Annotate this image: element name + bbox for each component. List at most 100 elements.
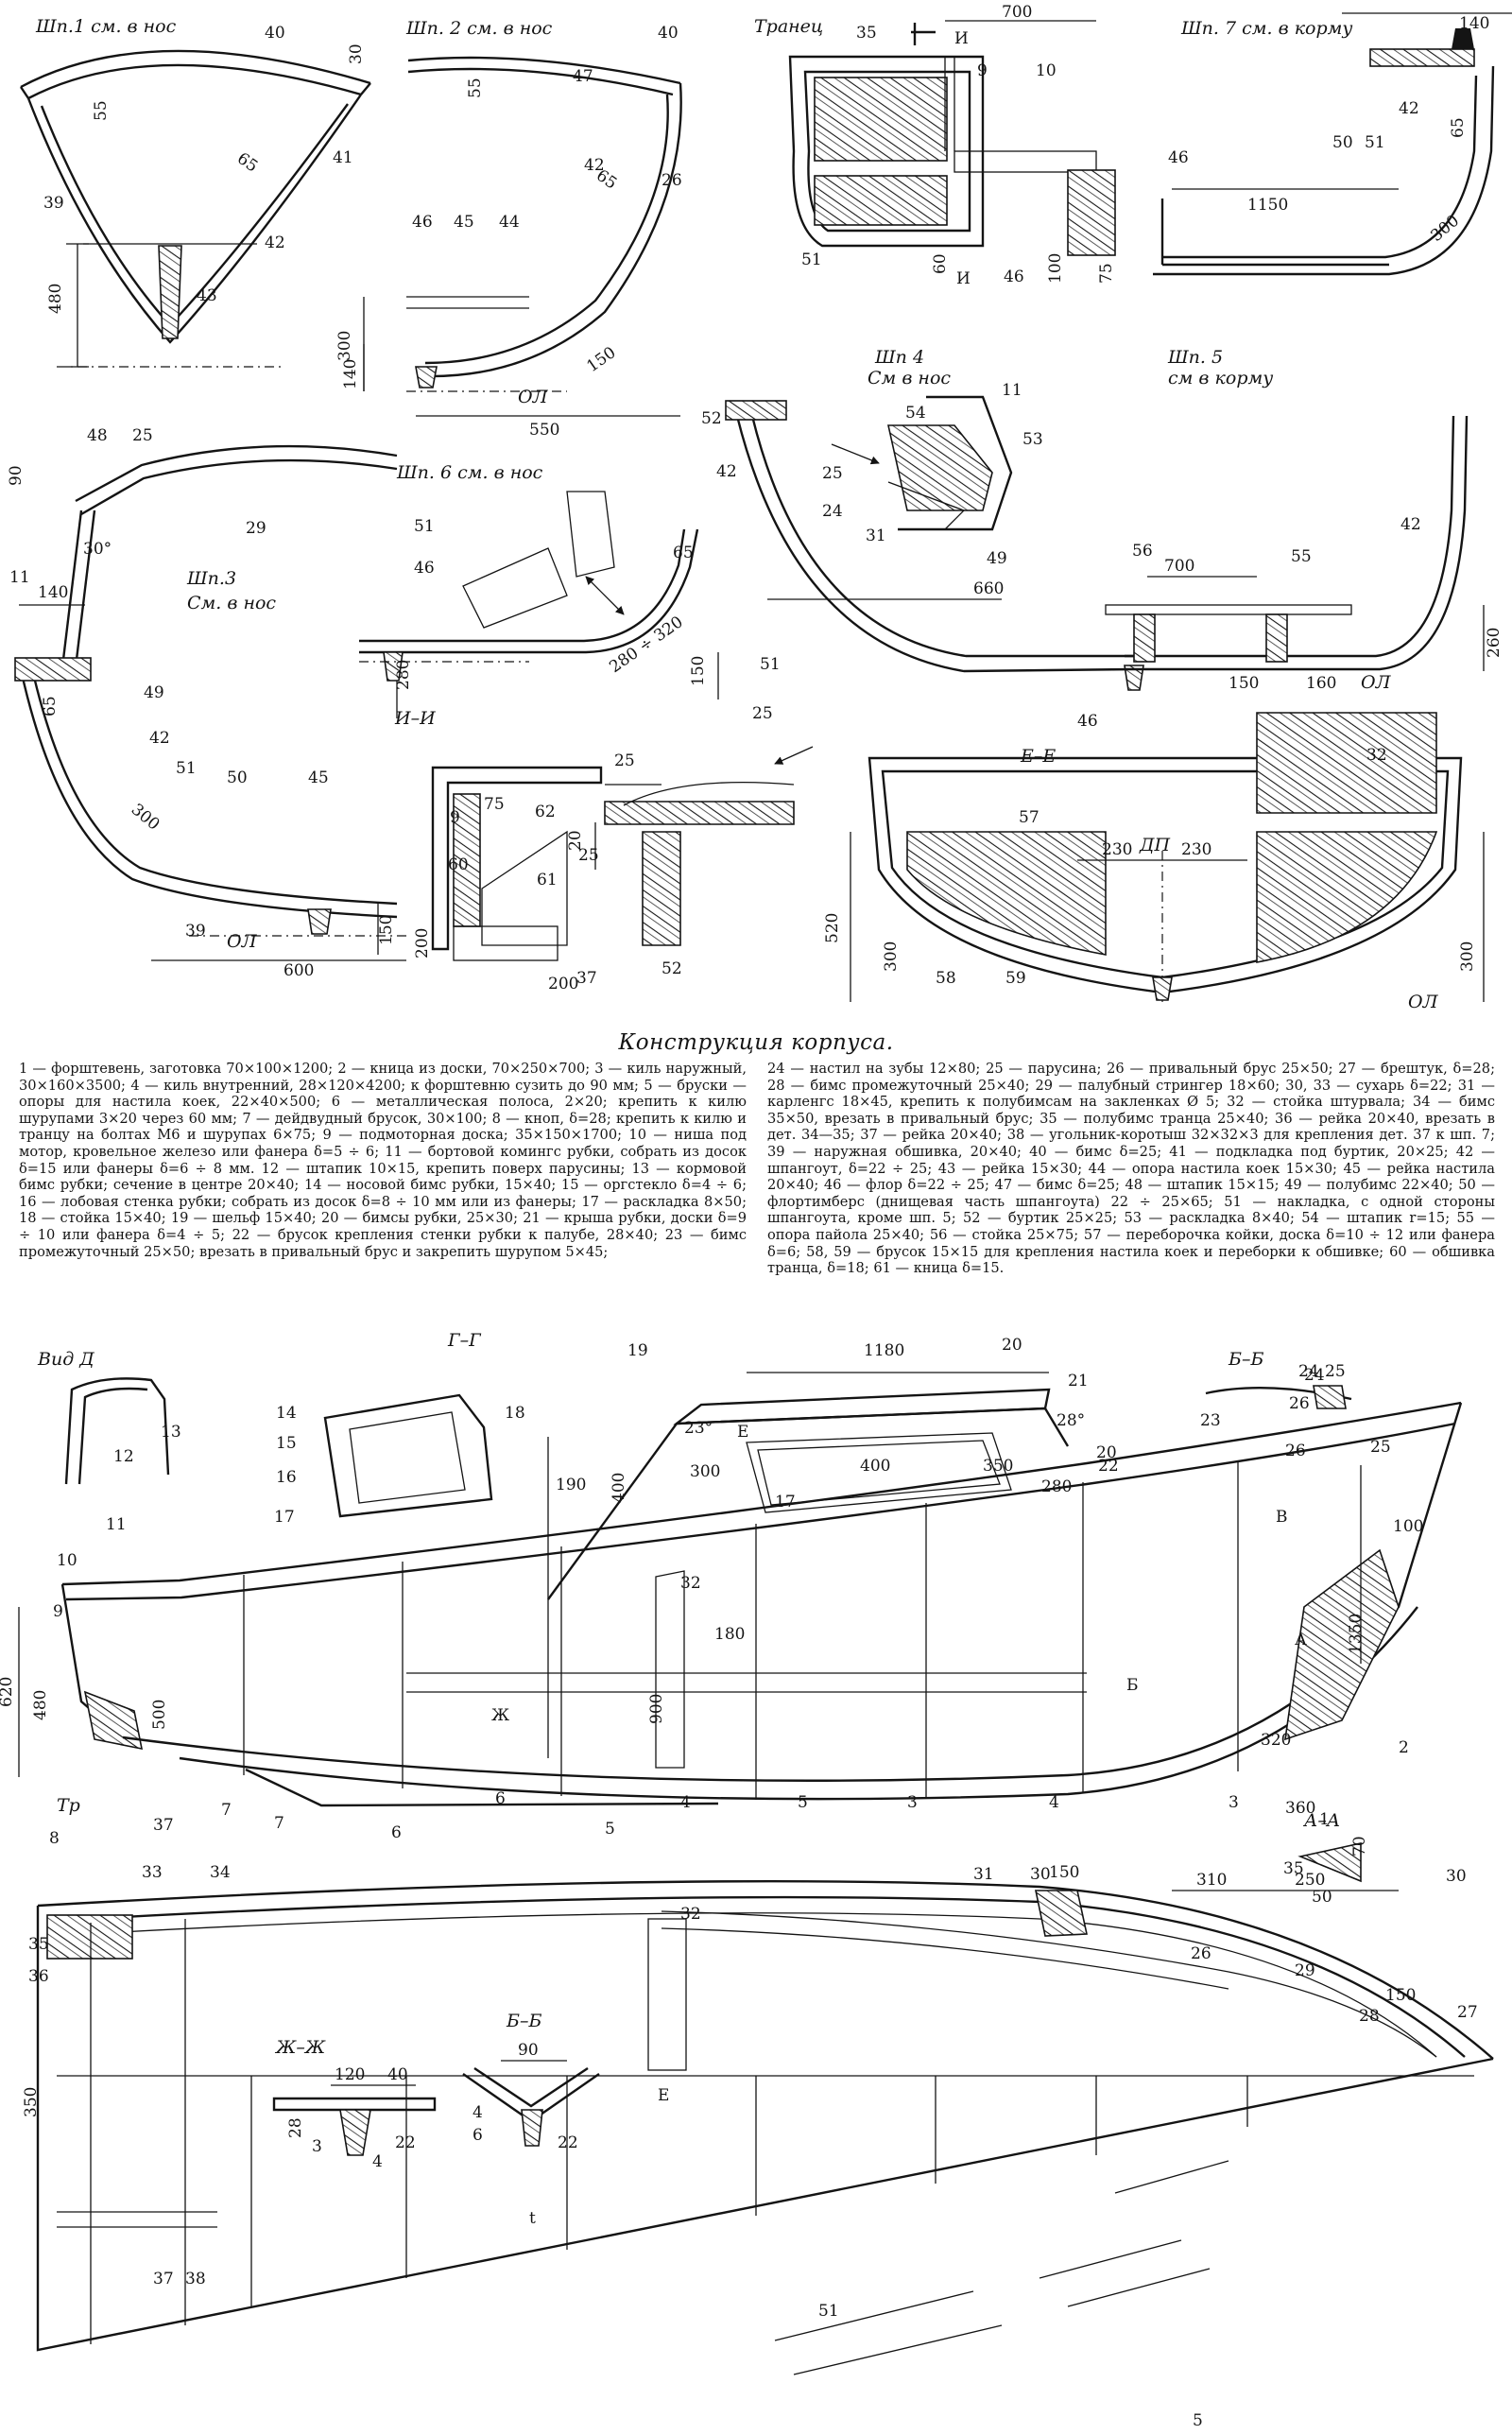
svg-text:52: 52 — [662, 959, 682, 978]
dim-120: 120 — [335, 2065, 365, 2084]
svg-text:40: 40 — [265, 24, 285, 43]
svg-text:57: 57 — [1019, 808, 1040, 827]
dim-30: 30 — [347, 43, 366, 64]
svg-text:46: 46 — [414, 559, 435, 578]
svg-text:32: 32 — [680, 1905, 701, 1924]
svg-text:200: 200 — [413, 928, 432, 958]
svg-text:36: 36 — [28, 1967, 49, 1986]
dim-90: 90 — [7, 465, 26, 486]
svg-text:5: 5 — [1193, 2411, 1203, 2430]
dim-140-top: 140 — [1459, 14, 1489, 33]
frame-6-section: 280 280 ÷ 320 65 Шп. 6 см. в нос 51 46 — [359, 462, 699, 718]
svg-text:42: 42 — [149, 729, 170, 748]
section-a-a-title: А–А — [1302, 1810, 1340, 1831]
svg-text:см в корму: см в корму — [1168, 368, 1273, 389]
svg-text:61: 61 — [537, 871, 558, 889]
section-e-e-title: Е–Е — [1020, 746, 1056, 767]
svg-text:См в нос: См в нос — [868, 368, 951, 389]
svg-text:13: 13 — [161, 1423, 181, 1442]
svg-text:50: 50 — [227, 768, 248, 787]
svg-text:75: 75 — [484, 795, 505, 814]
dim-620: 620 — [0, 1677, 16, 1707]
view-d-title: Вид Д — [37, 1349, 94, 1370]
svg-text:ОЛ: ОЛ — [1408, 992, 1439, 1012]
svg-text:55: 55 — [466, 78, 485, 98]
svg-text:38: 38 — [185, 2270, 206, 2288]
dim-480: 480 — [46, 284, 65, 314]
svg-text:5: 5 — [798, 1793, 808, 1812]
section-b-b: Б–Б 90 22 4 6 — [462, 2011, 600, 2152]
dim-23-deg: 23° — [684, 1419, 713, 1438]
svg-text:24: 24 — [822, 502, 843, 521]
svg-text:62: 62 — [535, 803, 556, 821]
dim-190: 190 — [556, 1476, 586, 1494]
view-b-b-title: Б–Б — [1228, 1349, 1263, 1370]
svg-text:20: 20 — [1096, 1443, 1117, 1462]
transom-title: Транец — [754, 16, 823, 37]
svg-text:30: 30 — [1446, 1867, 1467, 1886]
dim-1180: 1180 — [864, 1341, 904, 1360]
svg-text:35: 35 — [28, 1935, 49, 1954]
svg-text:42: 42 — [716, 462, 737, 481]
svg-text:39: 39 — [43, 194, 64, 213]
dim-350: 350 — [983, 1457, 1013, 1476]
svg-text:47: 47 — [573, 67, 593, 86]
svg-text:9: 9 — [977, 61, 988, 80]
svg-text:100: 100 — [1393, 1517, 1423, 1536]
svg-text:А: А — [1295, 1631, 1307, 1649]
frame-6-title: Шп. 6 см. в нос — [396, 462, 543, 483]
svg-text:24: 24 — [1304, 1366, 1325, 1385]
svg-text:ОЛ: ОЛ — [518, 387, 549, 407]
svg-text:51: 51 — [1365, 133, 1385, 152]
svg-text:140: 140 — [38, 583, 68, 602]
svg-text:ОЛ: ОЛ — [1361, 672, 1392, 693]
figure-caption: Конструкция корпуса. — [618, 1030, 894, 1055]
svg-text:6: 6 — [472, 2126, 483, 2145]
svg-text:58: 58 — [936, 969, 956, 988]
svg-text:17: 17 — [274, 1508, 295, 1527]
svg-text:34: 34 — [210, 1863, 231, 1882]
dim-310: 310 — [1196, 1871, 1227, 1890]
frame-4-section: 150 660 Шп 4 См в нос 52 42 51 46 — [689, 347, 1144, 731]
frame-2-title: Шп. 2 см. в нос — [405, 18, 553, 39]
svg-text:11: 11 — [9, 568, 30, 587]
svg-text:44: 44 — [499, 213, 520, 232]
svg-text:55: 55 — [1291, 547, 1312, 566]
svg-text:11: 11 — [1002, 381, 1022, 400]
section-e-e: Е–Е ДП ОЛ 230 230 520 300 300 57 32 58 5… — [823, 712, 1485, 1012]
svg-text:t: t — [529, 2209, 536, 2228]
dim-320: 320 — [1261, 1731, 1291, 1750]
section-i-i: И–И 25 200 200 9 60 62 61 37 75 — [394, 708, 603, 993]
svg-text:42: 42 — [265, 233, 285, 252]
svg-text:49: 49 — [144, 683, 164, 702]
svg-text:46: 46 — [1077, 712, 1098, 731]
svg-text:11: 11 — [106, 1515, 127, 1534]
dim-200: 200 — [548, 975, 578, 993]
svg-text:41: 41 — [333, 148, 353, 167]
svg-text:3: 3 — [1228, 1793, 1239, 1812]
svg-text:25: 25 — [752, 704, 773, 723]
svg-text:3: 3 — [907, 1793, 918, 1812]
dim-660: 660 — [973, 579, 1004, 598]
dim-40: 40 — [387, 2065, 408, 2084]
svg-text:60: 60 — [448, 855, 469, 874]
svg-text:25: 25 — [1370, 1438, 1391, 1457]
dim-55: 55 — [92, 100, 111, 121]
frame-7-section: 140 1150 300 65 Шп. 7 см. в корму 42 50 … — [1153, 12, 1512, 276]
centerline-label: ДП — [1139, 835, 1170, 855]
svg-text:23: 23 — [1200, 1411, 1221, 1430]
dim-150: 150 — [583, 343, 619, 376]
dim-230-left: 230 — [1102, 840, 1132, 859]
svg-text:500: 500 — [150, 1700, 169, 1730]
svg-text:51: 51 — [818, 2302, 839, 2321]
svg-text:9: 9 — [450, 808, 460, 827]
svg-text:5: 5 — [605, 1820, 615, 1839]
svg-text:33: 33 — [142, 1863, 163, 1882]
svg-text:150: 150 — [377, 915, 396, 945]
legend-left-column: 1 — форштевень, заготовка 70×100×1200; 2… — [19, 1061, 747, 1260]
svg-text:15: 15 — [276, 1434, 297, 1453]
profile-view: 620 480 500 400 900 1350 1180 400 350 23… — [0, 1330, 1463, 1848]
dim-160: 160 — [1306, 674, 1336, 693]
frame-3-section: 90 30° 140 600 300 65 150 Шп.3 См. в нос… — [7, 426, 406, 980]
